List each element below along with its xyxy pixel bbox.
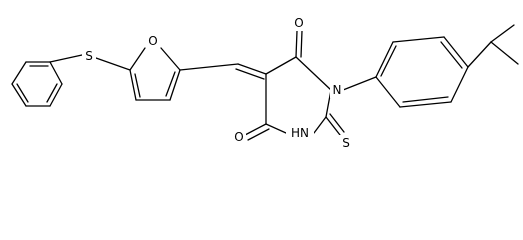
atom-nh-label: HN <box>291 126 309 140</box>
atom-s-thioether: S <box>82 48 96 64</box>
atom-s-thioether-label: S <box>85 49 93 63</box>
atom-o-lower-label: O <box>234 130 243 144</box>
atom-o-lower: O <box>232 129 246 145</box>
atom-nh: HN <box>286 125 314 141</box>
atom-o-upper: O <box>292 15 306 31</box>
atom-labels: O S N HN O O S <box>82 15 353 151</box>
atom-n1: N <box>330 82 344 98</box>
chemical-structure: O S N HN O O S <box>11 15 519 151</box>
bond-lines <box>11 24 519 141</box>
atom-o-upper-label: O <box>294 16 303 30</box>
atom-n1-label: N <box>333 83 342 97</box>
atom-s-thione-label: S <box>342 136 350 150</box>
atom-o-furan-label: O <box>148 34 157 48</box>
atom-s-thione: S <box>339 135 353 151</box>
atom-o-furan: O <box>146 33 160 49</box>
